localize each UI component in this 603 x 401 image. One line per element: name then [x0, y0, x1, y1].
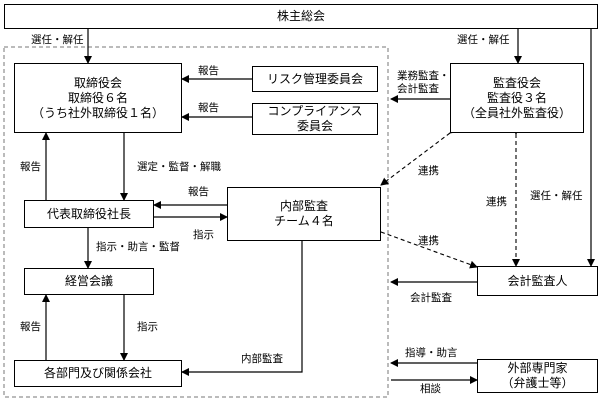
label-elect-accounting: 選任・解任 — [530, 190, 583, 202]
node-shareholders-line: 株主総会 — [276, 9, 325, 23]
label-elect-board: 選任・解任 — [31, 34, 84, 46]
label-accounting-audit: 会計監査 — [410, 292, 452, 304]
label-report-president: 報告 — [20, 161, 41, 173]
node-compliance-line: コンプライアンス — [267, 104, 363, 118]
node-internal-audit: 内部監査 チーム４名 — [227, 187, 381, 241]
edge-cooperate-auditors-internal — [380, 125, 458, 186]
node-departments-line: 各部門及び関係会社 — [43, 366, 152, 380]
node-compliance-committee: コンプライアンス 委員会 — [252, 103, 378, 135]
label-elect-auditors: 選任・解任 — [457, 34, 510, 46]
node-management-line: 経営会議 — [64, 274, 113, 288]
label-instruct-management: 指示・助言・監督 — [96, 241, 180, 253]
node-president-line: 代表取締役社長 — [46, 206, 131, 221]
label-internal-audit-departments: 内部監査 — [241, 353, 283, 365]
node-accounting-auditor-line: 会計監査人 — [507, 273, 568, 288]
label-cooperate-internal-accounting: 連携 — [418, 235, 439, 247]
node-board-line: （うち社外取締役１名） — [31, 105, 164, 120]
label-cooperate-auditors-accounting: 連携 — [486, 196, 507, 208]
label-guidance: 指導・助言 — [405, 347, 458, 359]
node-internal-audit-line: 内部監査 — [279, 199, 328, 213]
label-consultation: 相談 — [420, 383, 441, 395]
label-report-internal: 報告 — [188, 186, 209, 198]
node-board-line: 取締役会 — [73, 75, 122, 90]
node-accounting-auditor: 会計監査人 — [477, 266, 598, 296]
node-compliance-line: 委員会 — [296, 119, 333, 133]
label-instruct-internal: 指示 — [193, 229, 214, 241]
edge-cooperate-internal-accounting — [373, 225, 478, 269]
label-report-compliance: 報告 — [198, 102, 219, 114]
node-board: 取締役会 取締役６名 （うち社外取締役１名） — [14, 63, 182, 133]
node-experts-line: 外部専門家 — [507, 361, 568, 375]
node-external-experts: 外部専門家 （弁護士等） — [477, 359, 598, 393]
label-report-risk: 報告 — [198, 65, 219, 77]
node-auditors-line: 監査役３名 — [486, 90, 547, 105]
node-departments: 各部門及び関係会社 — [14, 360, 182, 387]
label-select-president: 選定・監督・解職 — [137, 161, 221, 173]
label-report-management: 報告 — [20, 321, 41, 333]
node-board-line: 取締役６名 — [67, 90, 128, 105]
node-risk-committee: リスク管理委員会 — [252, 66, 378, 92]
edge-internal-audit-departments — [181, 241, 303, 376]
label-instruct-departments: 指示 — [137, 321, 158, 333]
node-shareholders: 株主総会 — [4, 4, 598, 29]
node-auditors-line: 監査役会 — [492, 75, 541, 90]
label-cooperate-auditors-internal: 連携 — [418, 165, 439, 177]
label-audit-board: 会計監査 — [397, 83, 439, 95]
node-management-meeting: 経営会議 — [24, 268, 154, 295]
node-auditors: 監査役会 監査役３名 （全員社外監査役） — [450, 63, 584, 133]
node-risk-line: リスク管理委員会 — [266, 71, 363, 86]
node-experts-line: （弁護士等） — [501, 376, 574, 390]
company-boundary — [3, 46, 389, 398]
node-internal-audit-line: チーム４名 — [274, 214, 334, 228]
node-president: 代表取締役社長 — [24, 200, 154, 228]
label-audit-board: 業務監査・ — [397, 70, 450, 82]
node-auditors-line: （全員社外監査役） — [462, 105, 571, 120]
